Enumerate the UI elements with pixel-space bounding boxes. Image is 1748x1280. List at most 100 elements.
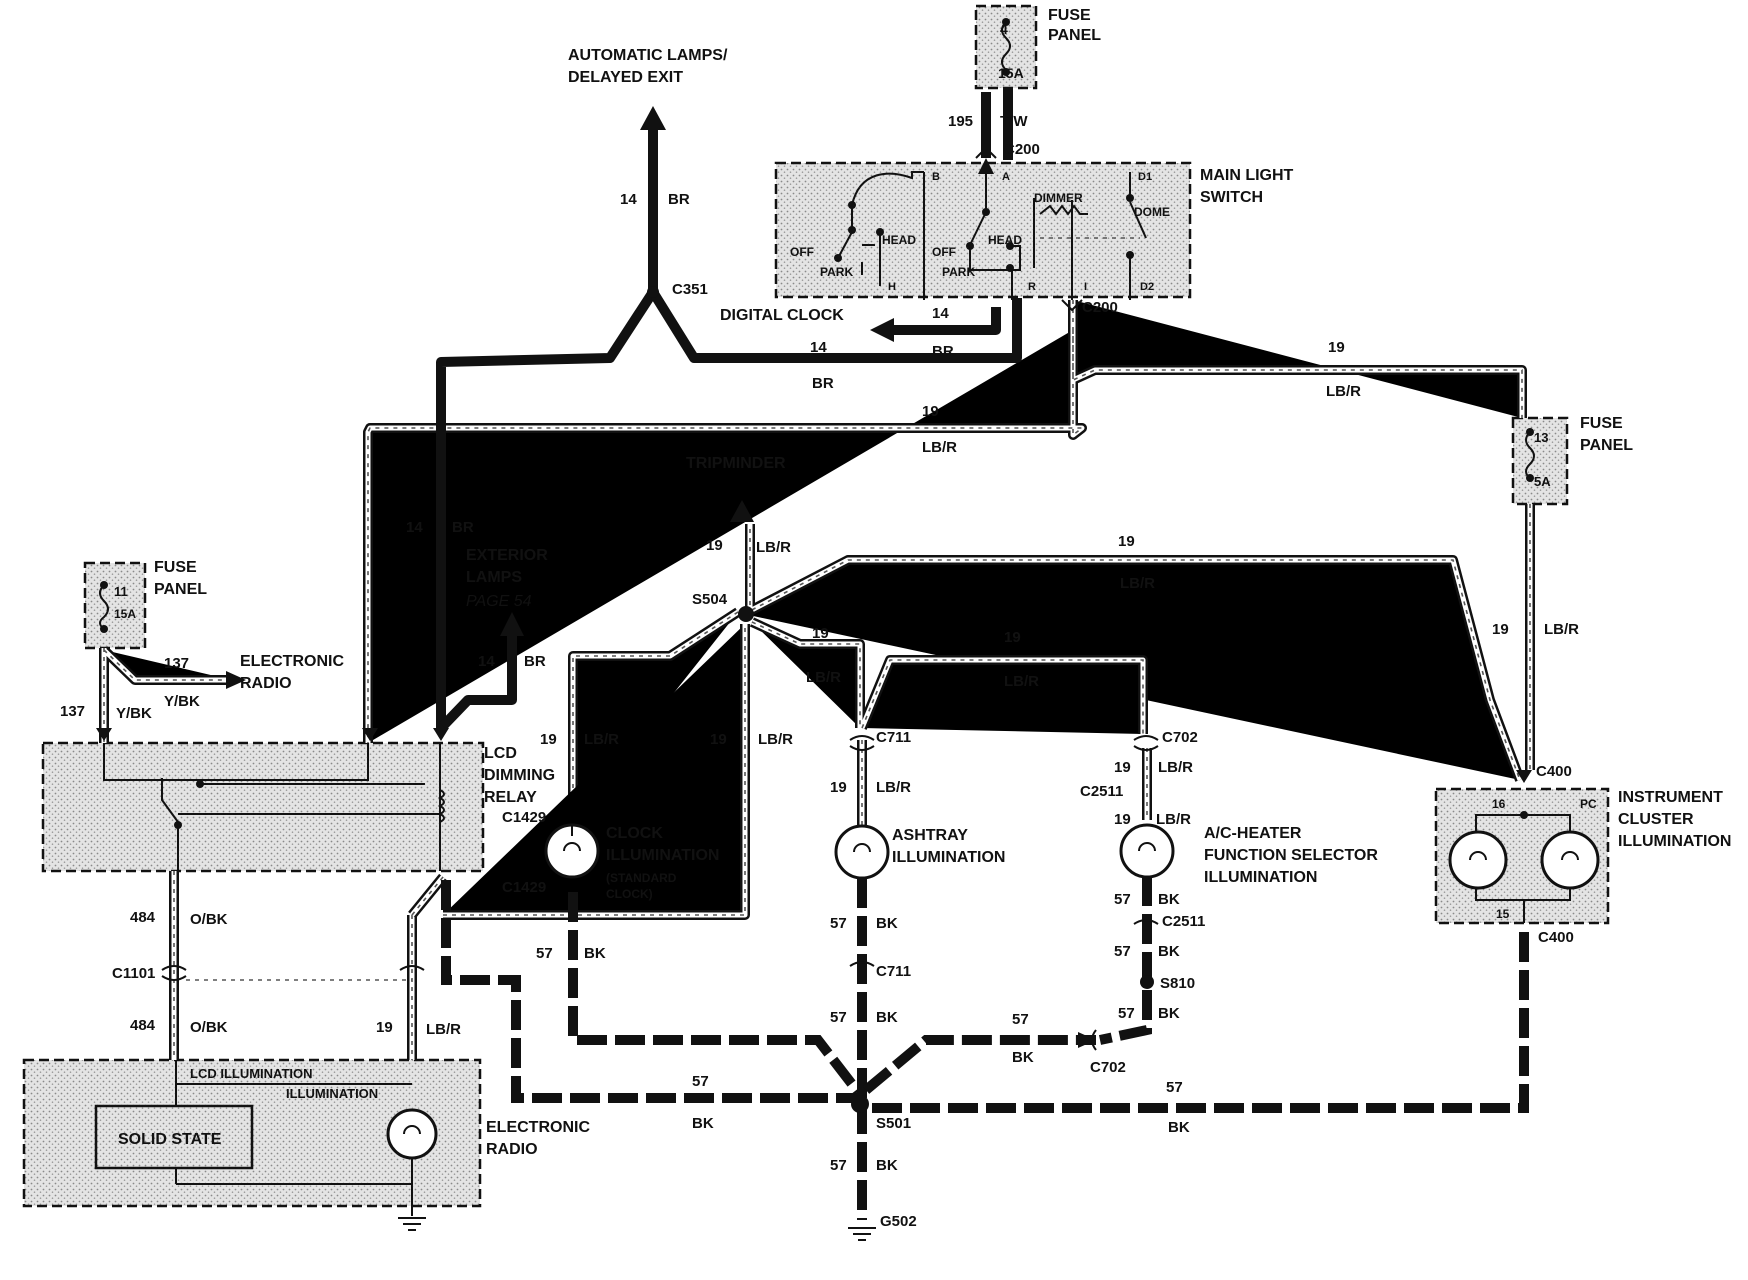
label-off2: OFF: [932, 245, 956, 259]
label-ashtray-illum: ASHTRAY ILLUMINATION: [892, 827, 1005, 866]
label-line: (STANDARD: [606, 871, 677, 885]
label-bk-ac2: BK: [1158, 943, 1180, 960]
label-fuse-left-amp: 15A: [114, 607, 136, 621]
cluster-bulb-right-icon: [1540, 830, 1600, 890]
label-w19-ash: 19: [830, 779, 847, 796]
main-switch-internals: [834, 171, 1147, 300]
label-c702-bot: C702: [1090, 1059, 1126, 1076]
label-pin15: 15: [1496, 907, 1510, 921]
label-g502: G502: [880, 1213, 917, 1230]
double-wires: [104, 300, 1530, 1060]
label-pin-d1: D1: [1138, 171, 1152, 183]
label-bk-ash2: BK: [876, 1009, 898, 1026]
label-lbr-ash: LB/R: [876, 779, 911, 796]
label-obk-a: O/BK: [190, 911, 228, 928]
label-lbr-c: LB/R: [806, 669, 841, 686]
label-line: ILLUMINATION: [1618, 833, 1731, 850]
label-lbr-b: LB/R: [922, 439, 957, 456]
label-lbr-a: LB/R: [1326, 383, 1361, 400]
label-line: FUNCTION SELECTOR: [1204, 847, 1378, 864]
label-line: FUSE: [154, 559, 197, 576]
fuse-left-box: [83, 561, 147, 650]
label-electronic-radio-top: ELECTRONIC RADIO: [240, 653, 344, 692]
ashtray-illumination-bulb-icon: [834, 824, 890, 880]
label-line: ELECTRONIC: [240, 653, 344, 670]
ac-heater-illumination-bulb-icon: [1119, 823, 1175, 879]
connectors: [161, 146, 1159, 1051]
label-illumination-radio: ILLUMINATION: [286, 1086, 378, 1101]
label-fuse-left-num: 11: [114, 584, 128, 599]
label-c200-top: C200: [1004, 141, 1040, 158]
label-line: ASHTRAY: [892, 827, 968, 844]
label-w19-c: 19: [812, 625, 829, 642]
label-w14-left: 14: [406, 519, 423, 536]
label-park1: PARK: [820, 265, 853, 279]
label-c400-top: C400: [1536, 763, 1572, 780]
label-w19-radio: 19: [376, 1019, 393, 1036]
label-s810: S810: [1160, 975, 1195, 992]
label-w57-c702: 57: [1012, 1011, 1029, 1028]
label-line: RELAY: [484, 789, 537, 806]
fuse-right-box: [1511, 416, 1569, 506]
label-br-ext: BR: [524, 653, 546, 670]
label-lbr-clock: LB/R: [584, 731, 619, 748]
splice-c351-icon: [647, 286, 659, 298]
splice-s504-icon: [738, 606, 754, 622]
label-w57-ash2: 57: [830, 1009, 847, 1026]
label-w137-a: 137: [164, 655, 189, 672]
label-pin16: 16: [1492, 797, 1506, 811]
label-line: CLUSTER: [1618, 811, 1694, 828]
label-pin-pc: PC: [1580, 797, 1597, 811]
label-c1429-top: C1429: [502, 809, 546, 826]
label-c200-bot: C200: [1082, 299, 1118, 316]
label-lbr-ac2: LB/R: [1156, 811, 1191, 828]
label-c702-top: C702: [1162, 729, 1198, 746]
label-standard-clock: (STANDARD CLOCK): [606, 871, 677, 901]
label-ybk-a: Y/BK: [164, 693, 200, 710]
label-head1: HEAD: [882, 233, 916, 247]
label-off1: OFF: [790, 245, 814, 259]
label-line: AUTOMATIC LAMPS/: [568, 47, 728, 64]
label-line: ILLUMINATION: [606, 847, 719, 864]
label-w14-clock: 14: [932, 305, 949, 322]
label-w57-ac3: 57: [1118, 1005, 1135, 1022]
label-w137-b: 137: [60, 703, 85, 720]
label-line: LAMPS: [466, 569, 522, 586]
label-fuse-right-amp: 5A: [1534, 474, 1551, 489]
label-line: INSTRUMENT: [1618, 789, 1723, 806]
label-page54: PAGE 54: [466, 593, 532, 610]
label-fuse-top-num: 4: [1000, 21, 1008, 37]
label-line: ILLUMINATION: [892, 849, 1005, 866]
label-pin-d2: D2: [1140, 281, 1154, 293]
label-br-low: BR: [812, 375, 834, 392]
label-line: RADIO: [240, 675, 292, 692]
arrows: [96, 106, 1532, 1048]
label-bk-ac3: BK: [1158, 1005, 1180, 1022]
label-w19-b: 19: [922, 403, 939, 420]
label-pin-r: R: [1028, 281, 1036, 293]
label-lbr-tv: LB/R: [758, 731, 793, 748]
label-obk-b: O/BK: [190, 1019, 228, 1036]
label-bk-c702: BK: [1012, 1049, 1034, 1066]
br-wires: [436, 88, 1022, 733]
label-line: PANEL: [1580, 437, 1633, 454]
label-bk-right: BK: [1168, 1119, 1190, 1136]
radio-bulb-icon: [386, 1108, 438, 1160]
label-fuse-top-amp: 15A: [998, 65, 1024, 81]
cluster-internals: [1448, 811, 1600, 923]
label-line: CLOCK): [606, 887, 653, 901]
label-w57-ac2: 57: [1114, 943, 1131, 960]
label-w57-clock: 57: [536, 945, 553, 962]
label-dimmer: DIMMER: [1034, 191, 1083, 205]
label-pin-h: H: [888, 281, 896, 293]
label-lbr-right: LB/R: [1544, 621, 1579, 638]
label-digital-clock: DIGITAL CLOCK: [720, 307, 844, 324]
label-c2511-top: C2511: [1080, 783, 1123, 800]
label-line: ILLUMINATION: [1204, 869, 1317, 886]
label-lcd-illumination: LCD ILLUMINATION: [190, 1066, 313, 1081]
